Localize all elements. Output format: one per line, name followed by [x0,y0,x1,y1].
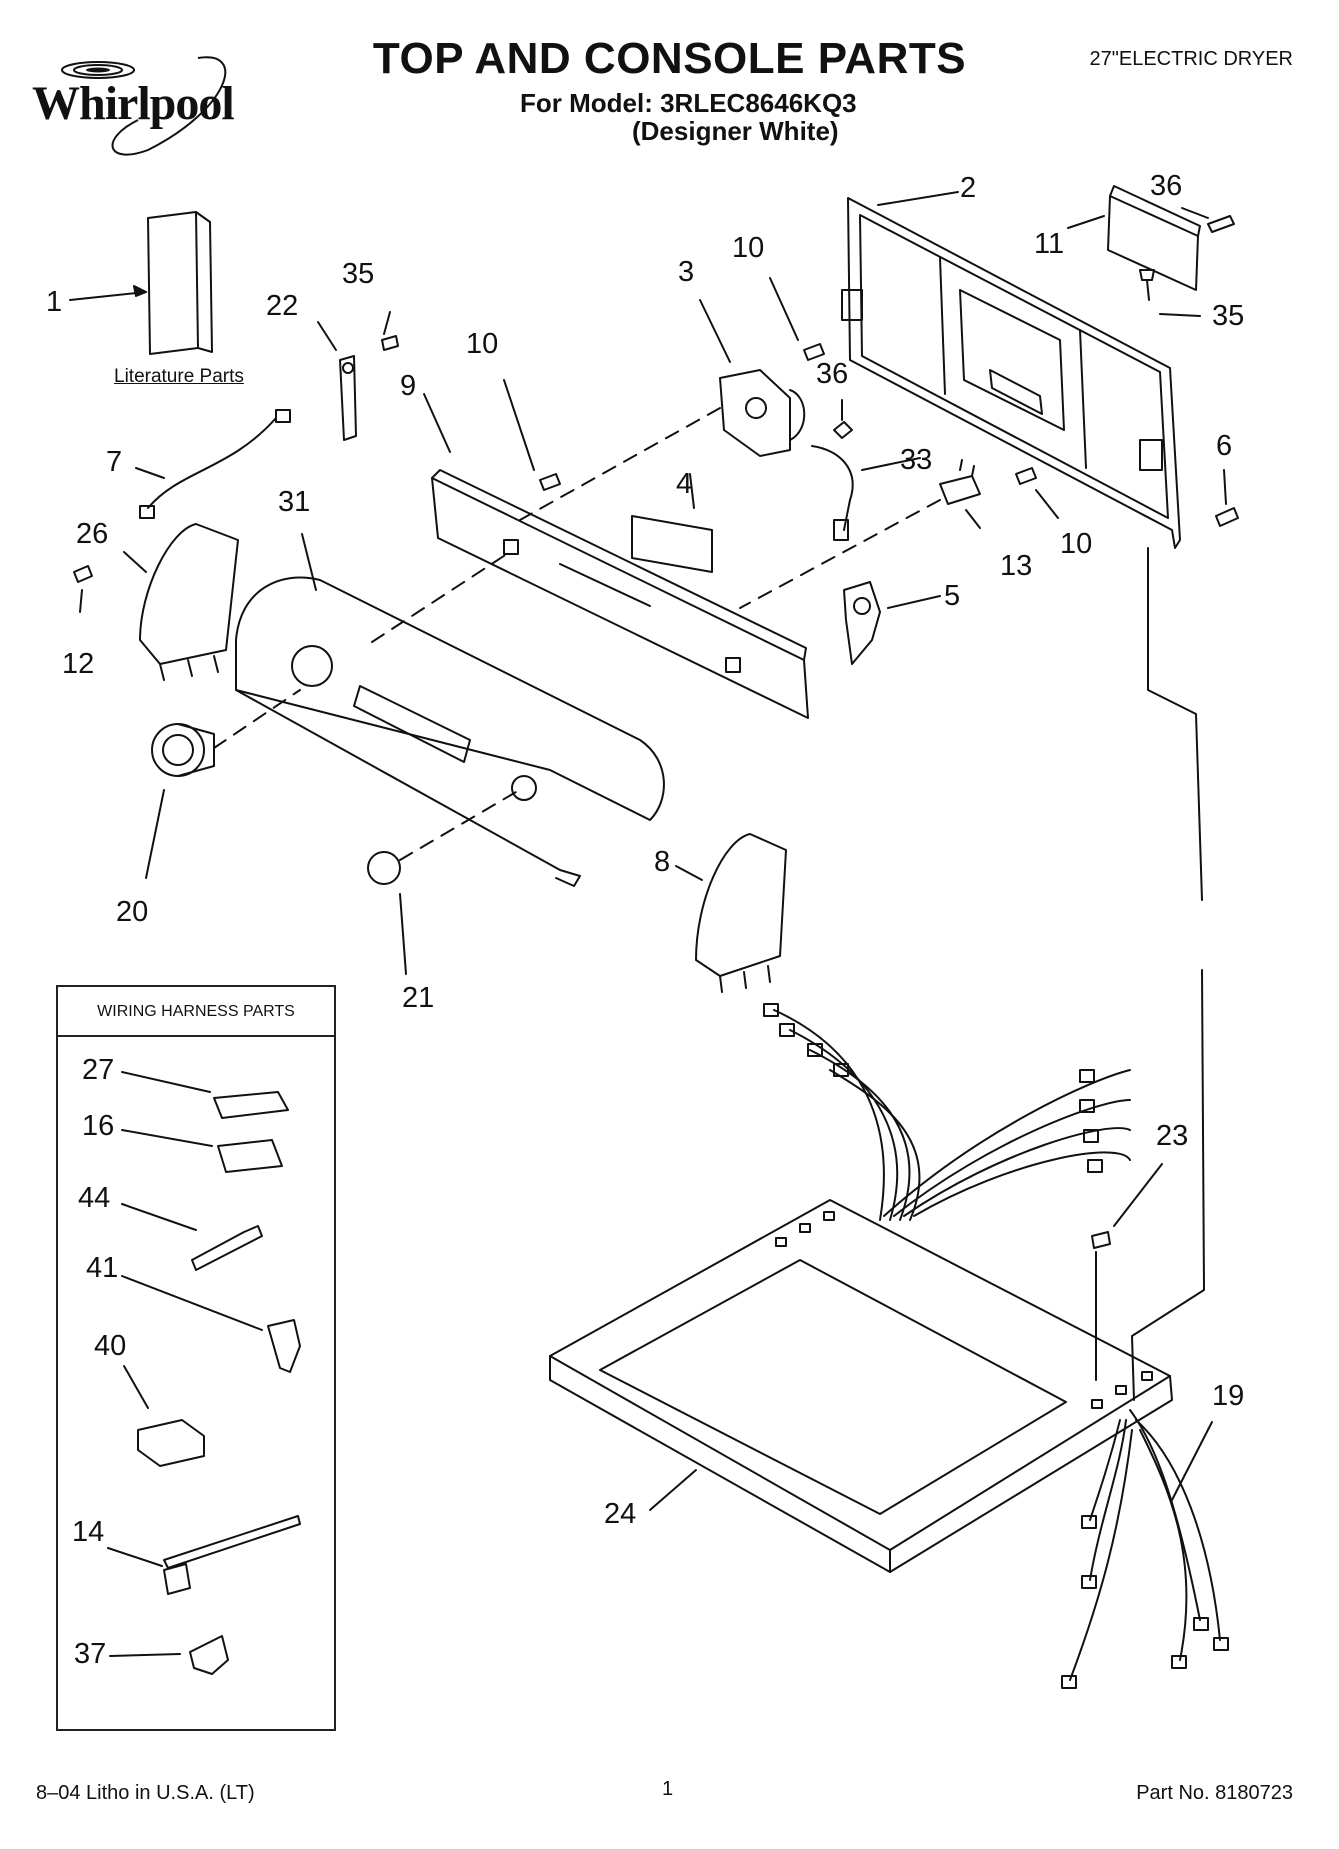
callout-35-left: 35 [342,258,375,290]
callout-21: 21 [402,982,435,1014]
literature-parts-label: Literature Parts [114,366,244,387]
variant-line: (Designer White) [632,116,839,146]
callout-6: 6 [1216,430,1233,462]
wiring-harness-divider [56,1035,336,1037]
callout-44: 44 [78,1182,111,1214]
callout-13: 13 [1000,550,1033,582]
wiring-harness-box [56,985,336,1731]
callout-10-left: 10 [466,328,499,360]
part-16 [217,1139,283,1173]
part-41 [267,1319,301,1373]
callout-24: 24 [604,1498,637,1530]
callout-22: 22 [266,290,299,322]
callout-3: 3 [678,256,695,288]
callout-10-top: 10 [732,232,765,264]
footer-print-info: 8–04 Litho in U.S.A. (LT) [36,1782,255,1804]
callout-2: 2 [960,172,977,204]
wiring-harness-title: WIRING HARNESS PARTS [97,1003,295,1020]
callout-1: 1 [46,286,63,318]
part-14 [163,1515,301,1569]
part-console-panel [841,197,1181,549]
callout-36-top: 36 [1150,170,1183,202]
part-console-cover [235,576,665,887]
callout-26: 26 [76,518,109,550]
brand-name: Whirlpool [32,77,235,130]
callout-27: 27 [82,1054,115,1086]
callout-20: 20 [116,896,149,928]
callout-9: 9 [400,370,417,402]
model-line: For Model: 3RLEC8646KQ3 [520,88,857,118]
whirlpool-logo [61,56,227,156]
callout-4: 4 [676,468,693,500]
callout-23: 23 [1156,1120,1189,1152]
callout-41: 41 [86,1252,119,1284]
callout-10-right: 10 [1060,528,1093,560]
callout-36-mid: 36 [816,358,849,390]
footer-part-number: Part No. 8180723 [1136,1782,1293,1804]
callout-19: 19 [1212,1380,1245,1412]
part-literature [147,211,213,355]
part-control-panel [431,469,809,719]
part-end-cap-left [139,523,239,681]
callout-31: 31 [278,486,311,518]
part-27 [213,1091,289,1119]
callout-35-right: 35 [1212,300,1245,332]
callout-5: 5 [944,580,961,612]
callout-16: 16 [82,1110,115,1142]
callout-11: 11 [1034,228,1065,260]
callout-33: 33 [900,444,933,476]
part-37 [189,1635,229,1675]
callout-40: 40 [94,1330,127,1362]
callout-8: 8 [654,846,671,878]
part-top-panel [549,1199,1173,1573]
part-40 [137,1419,205,1467]
product-type: 27"ELECTRIC DRYER [1089,48,1293,70]
part-timer [719,369,806,457]
callout-37: 37 [74,1638,107,1670]
part-bracket [1107,185,1201,291]
callout-14: 14 [72,1516,105,1548]
callout-7: 7 [106,446,123,478]
page-title: TOP AND CONSOLE PARTS [372,34,967,83]
part-end-cap-right [695,833,787,993]
part-44 [191,1225,263,1271]
callout-12: 12 [62,648,95,680]
footer-page-number: 1 [662,1778,674,1800]
